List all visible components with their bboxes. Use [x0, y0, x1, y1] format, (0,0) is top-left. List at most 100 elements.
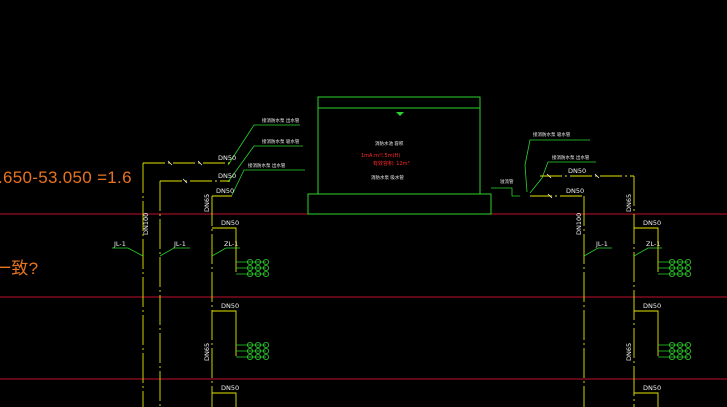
leader-line	[231, 169, 305, 196]
valve-icon	[546, 173, 552, 179]
sprinkler-group	[236, 341, 269, 360]
sprinkler-head-icon	[246, 258, 253, 265]
dn-label: DN50	[221, 384, 239, 392]
dn-label: DN50	[643, 384, 661, 392]
sprinkler-head-icon	[685, 264, 692, 271]
riser-label-left-a: JL-1	[113, 240, 126, 248]
overflow-connector: 溢流管	[491, 178, 520, 197]
valve-icon	[547, 193, 553, 199]
sprinkler-head-icon	[677, 264, 684, 271]
sprinkler-group	[658, 341, 692, 360]
branch-pipe	[634, 227, 659, 272]
sprinkler-head-icon	[262, 258, 269, 265]
sprinkler-group	[658, 258, 692, 277]
sprinkler-head-icon	[685, 341, 692, 348]
left-pipe-label-2: 接消防水泵 吸水管	[262, 138, 300, 145]
dn-vertical-label: DN65	[203, 343, 211, 361]
sprinkler-head-icon	[246, 347, 253, 354]
riser-label-right-b: ZL-1	[646, 240, 660, 248]
sprinkler-head-icon	[262, 347, 269, 354]
leader-line	[112, 247, 144, 257]
dn-label: DN50	[218, 154, 236, 162]
dn-label: DN50	[566, 187, 584, 195]
dn-vertical-label: DN65	[625, 343, 633, 361]
sprinkler-head-icon	[685, 258, 692, 265]
sprinkler-head-icon	[254, 353, 261, 360]
connector-label: 溢流管	[500, 178, 514, 185]
sprinkler-head-icon	[669, 341, 676, 348]
sprinkler-head-icon	[254, 347, 261, 354]
sprinkler-head-icon	[677, 347, 684, 354]
sprinkler-head-icon	[262, 264, 269, 271]
tank-label-2: 1mA:m!!.5m(H)	[361, 153, 400, 159]
floor-lines	[0, 213, 727, 380]
sprinkler-head-icon	[254, 264, 261, 271]
sprinkler-group	[236, 258, 269, 277]
sprinkler-head-icon	[685, 347, 692, 354]
right-pipe-label-2: 接消防水泵 出水管	[552, 154, 590, 161]
dn-vertical-label: DN65	[203, 194, 211, 212]
sprinkler-head-icon	[246, 270, 253, 277]
leader-line	[633, 247, 662, 257]
tank-foundation	[307, 193, 492, 215]
sprinkler-head-icon	[669, 353, 676, 360]
leader-line	[524, 139, 590, 193]
elevation-calc-annotation: .650-53.050 =1.6	[0, 168, 132, 187]
valve-marks	[167, 160, 600, 199]
sprinkler-head-icon	[262, 353, 269, 360]
sprinkler-head-icon	[262, 341, 269, 348]
dn-vertical-label: DN100	[142, 213, 150, 235]
right-pipe-cluster[interactable]: 接消防水泵 吸水管 接消防水泵 出水管 DN50 DN50 JL-1 ZL-1 …	[524, 131, 692, 407]
question-annotation: 一致?	[0, 259, 39, 278]
sprinkler-head-icon	[246, 264, 253, 271]
leader-line	[227, 124, 300, 166]
dn-label: DN50	[568, 167, 586, 175]
left-pipe-label-3: 接消防水泵 出水管	[248, 162, 286, 169]
sprinkler-head-icon	[677, 341, 684, 348]
water-tank[interactable]: 消防水池 容积 1mA:m!!.5m(H) 有效容积: 12m³ 消防水泵 吸水…	[307, 96, 492, 215]
sprinkler-head-icon	[669, 264, 676, 271]
water-level-marker-icon	[396, 112, 404, 116]
branch-pipe	[634, 392, 659, 407]
sprinkler-head-icon	[677, 258, 684, 265]
sprinkler-head-icon	[254, 270, 261, 277]
sprinkler-head-icon	[669, 347, 676, 354]
tank-label-4: 消防水泵 吸水管	[371, 174, 404, 181]
dn-label: DN50	[221, 219, 239, 227]
branch-pipe	[634, 310, 659, 356]
sprinkler-head-icon	[677, 353, 684, 360]
left-pipe-label-1: 接消防水泵 出水管	[262, 117, 300, 124]
sprinkler-head-icon	[685, 353, 692, 360]
dn-vertical-label: DN100	[575, 213, 583, 235]
branch-pipe	[212, 392, 237, 407]
branch-pipe	[212, 310, 237, 356]
riser-label-left-c: ZL-1	[224, 240, 238, 248]
riser-label-left-b: JL-1	[173, 240, 186, 248]
leader-line	[159, 247, 190, 257]
leader-line	[583, 247, 612, 257]
leader-line	[529, 161, 596, 194]
dn-label: DN50	[221, 302, 239, 310]
dn-label: DN50	[218, 172, 236, 180]
valve-icon	[182, 178, 188, 184]
branch-pipe	[212, 227, 237, 272]
tank-label-3: 有效容积: 12m³	[373, 160, 410, 167]
sprinkler-head-icon	[254, 341, 261, 348]
left-pipe-cluster[interactable]: 接消防水泵 出水管 接消防水泵 吸水管 接消防水泵 出水管 DN50 DN50 …	[112, 117, 305, 407]
valve-icon	[197, 160, 203, 166]
leader-line	[211, 247, 240, 257]
valve-icon	[594, 173, 600, 179]
tank-label-1: 消防水池 容积	[375, 140, 404, 147]
dn-vertical-label: DN65	[625, 194, 633, 212]
sprinkler-head-icon	[254, 258, 261, 265]
dn-label: DN50	[643, 302, 661, 310]
riser-label-right-a: JL-1	[595, 240, 608, 248]
sprinkler-head-icon	[677, 270, 684, 277]
sprinkler-head-icon	[246, 341, 253, 348]
dn-label: DN50	[216, 187, 234, 195]
sprinkler-head-icon	[262, 270, 269, 277]
leader-line	[227, 145, 303, 183]
sprinkler-head-icon	[669, 258, 676, 265]
